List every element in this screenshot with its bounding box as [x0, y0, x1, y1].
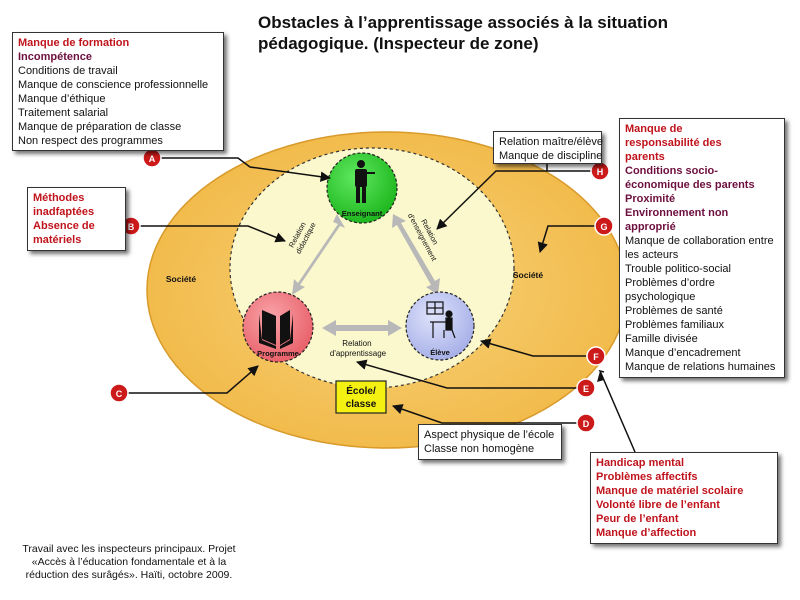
box-g-line: Trouble politico-social: [625, 263, 731, 275]
svg-text:D: D: [583, 419, 590, 429]
marker-d: D: [576, 413, 596, 433]
relation-apprentissage-label: Relation d'apprentissage: [330, 339, 387, 358]
connector-lines: [128, 157, 636, 453]
box-a-line: Traitement salarial: [18, 107, 109, 119]
programme-node: [242, 291, 314, 363]
box-h-relation-obstacles: Relation maître/élève Manque de discipli…: [493, 131, 603, 164]
box-a-red-line: Manque de formation: [18, 37, 130, 49]
box-h-line: Relation maître/élève: [499, 136, 603, 148]
box-f-red-line: Volonté libre de l’enfant: [596, 499, 720, 511]
box-g-line: Problèmes familiaux: [625, 319, 725, 331]
box-g-line: psychologique: [625, 291, 696, 303]
book-icon: [259, 310, 293, 349]
box-d-school-obstacles: Aspect physique de l’école Classe non ho…: [418, 424, 562, 460]
box-b-red-line: inadfaptées: [33, 206, 95, 218]
box-g-line: les acteurs: [625, 249, 679, 261]
relation-arrows: [292, 214, 440, 336]
eleve-label: Élève: [430, 348, 450, 357]
box-g-line: Manque de relations humaines: [625, 361, 776, 373]
box-h-line: Manque de discipline: [499, 150, 603, 162]
eleve-node: [405, 291, 475, 361]
marker-f: F: [586, 346, 606, 366]
box-b-red-line: Absence de: [33, 220, 95, 232]
box-d-line: Aspect physique de l’école: [424, 429, 555, 441]
ecole-label-line1: École/: [346, 384, 376, 397]
box-g-red-line: Manque de: [625, 123, 683, 135]
marker-c: C: [109, 383, 129, 403]
student-icon: [426, 301, 456, 339]
box-g-line: Manque d’encadrement: [625, 347, 741, 359]
society-label-left: Société: [166, 274, 197, 284]
ecole-label-line2: classe: [346, 399, 377, 410]
marker-g: G: [594, 216, 614, 236]
box-a-line: Non respect des programmes: [18, 135, 163, 147]
teacher-icon: [355, 160, 375, 203]
box-a-line: Manque d’éthique: [18, 93, 106, 105]
box-a-line: Conditions de travail: [18, 65, 118, 77]
box-g-maroon-line: Environnement non: [625, 207, 729, 219]
svg-text:H: H: [597, 167, 604, 177]
box-g-red-line: responsabilité des: [625, 137, 722, 149]
ecole-node: [335, 380, 387, 414]
box-f-red-line: Peur de l’enfant: [596, 513, 679, 525]
svg-text:C: C: [116, 389, 123, 399]
box-f-red-line: Manque de matériel scolaire: [596, 485, 744, 497]
box-a-maroon-line: Incompétence: [18, 51, 92, 63]
box-b-programme-obstacles: Méthodes inadfaptées Absence de matériel…: [27, 187, 126, 251]
box-a-line: Manque de conscience professionnelle: [18, 79, 209, 91]
box-g-line: Problèmes d’ordre: [625, 277, 715, 289]
society-label-right: Société: [513, 270, 544, 280]
box-g-maroon-line: économique des parents: [625, 179, 755, 191]
box-g-red-line: parents: [625, 151, 665, 163]
f-arrow-head: [597, 371, 604, 382]
box-f-red-line: Manque d’affection: [596, 527, 697, 539]
marker-h: H: [590, 161, 610, 181]
footer-credit: Travail avec les inspecteurs principaux.…: [22, 543, 236, 581]
svg-text:E: E: [583, 384, 589, 394]
box-a-teacher-obstacles: Manque de formation Incompétence Conditi…: [12, 32, 224, 151]
marker-a: A: [142, 148, 162, 168]
box-f-red-line: Handicap mental: [596, 457, 685, 469]
box-f-red-line: Problèmes affectifs: [596, 471, 698, 483]
box-g-maroon-line: Conditions socio-: [625, 165, 718, 177]
box-a-line: Manque de préparation de classe: [18, 121, 182, 133]
box-f-student-obstacles: Handicap mental Problèmes affectifs Manq…: [590, 452, 778, 544]
box-b-red-line: matériels: [33, 234, 82, 246]
box-g-maroon-line: Proximité: [625, 193, 676, 205]
programme-label: Programme: [257, 349, 299, 358]
box-g-maroon-line: approprié: [625, 221, 676, 233]
box-g-society-obstacles: Manque de responsabilité des parents Con…: [619, 118, 785, 378]
svg-text:A: A: [149, 154, 156, 164]
marker-e: E: [576, 378, 596, 398]
svg-text:F: F: [593, 352, 599, 362]
enseignant-label: Enseignant: [342, 209, 383, 218]
box-g-line: Manque de collaboration entre: [625, 235, 774, 247]
svg-text:G: G: [600, 222, 607, 232]
page-title: Obstacles à l’apprentissage associés à l…: [258, 13, 669, 53]
svg-text:B: B: [128, 222, 135, 232]
box-g-line: Famille divisée: [625, 333, 698, 345]
box-d-line: Classe non homogène: [424, 443, 535, 455]
box-b-red-line: Méthodes: [33, 192, 85, 204]
box-g-line: Problèmes de santé: [625, 305, 723, 317]
